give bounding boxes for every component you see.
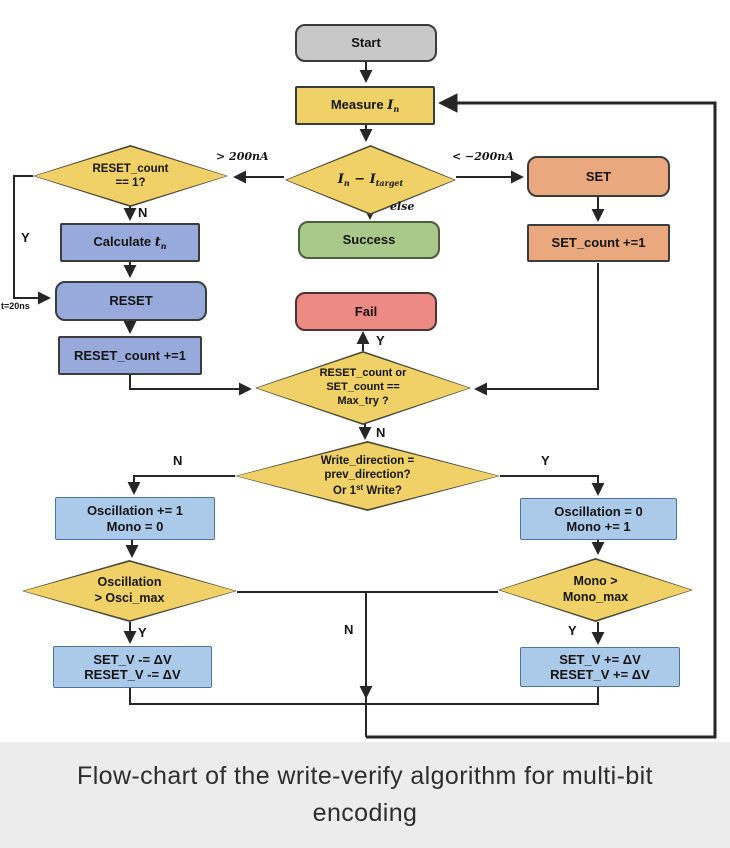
write-dir-line2: prev_direction? — [324, 469, 411, 482]
edge-label-y-fail: Y — [376, 333, 385, 348]
connector-layer — [13, 62, 717, 739]
node-reset: RESET — [55, 281, 207, 321]
osc-inc-line1: Oscillation += 1 — [86, 503, 184, 519]
node-start: Start — [295, 24, 437, 62]
setv-minus-line1: SET_V -= ΔV — [93, 651, 172, 667]
max-try-line2: SET_count == — [326, 381, 400, 394]
node-success: Success — [298, 221, 440, 259]
osc-zero-line2: Mono += 1 — [566, 519, 631, 534]
max-try-line3: Max_try ? — [337, 394, 389, 407]
edge-label-lt200: < −200nA — [452, 150, 514, 163]
node-current-check: In − Itarget — [285, 145, 456, 215]
node-calculate-label: Calculate — [93, 233, 155, 249]
edge-label-y-osci: Y — [138, 625, 147, 640]
calculate-var: t — [154, 234, 161, 250]
edge-label-gt200: > 200nA — [216, 150, 269, 163]
write-dir-line1: Write_direction = — [320, 454, 415, 467]
node-fail-label: Fail — [354, 303, 378, 319]
node-reset-count-check: RESET_count == 1? — [33, 145, 228, 207]
flowchart: Start Measure In RESET_count == 1? In − … — [1, 24, 717, 739]
osci-check-line2: > Osci_max — [94, 591, 165, 605]
current-check-sub1: n — [343, 178, 350, 189]
edge-label-y-right: Y — [541, 453, 550, 468]
edge-writedir-osczero — [500, 475, 605, 496]
caption-line1: Flow-chart of the write-verify algorithm… — [77, 761, 653, 790]
edge-label-n-resetcheck: N — [138, 205, 148, 220]
current-check-var2: I — [369, 172, 376, 188]
write-dir-line3: Or 1 — [333, 484, 357, 497]
edge-resetcount-maxtry — [129, 375, 252, 396]
reset-count-check-line1: RESET_count — [92, 162, 169, 175]
edge-label-t20ns: t=20ns — [1, 301, 30, 311]
node-setv-minus: SET_V -= ΔV RESET_V -= ΔV — [53, 646, 212, 688]
setv-plus-line1: SET_V += ΔV — [559, 651, 641, 667]
current-check-minus: − — [349, 172, 370, 188]
edge-label-y-mono: Y — [568, 623, 577, 638]
current-check-sub2: target — [375, 178, 404, 189]
node-osc-zero: Oscillation = 0 Mono += 1 — [520, 498, 677, 540]
node-osci-check: Oscillation > Osci_max — [22, 560, 237, 622]
node-osc-inc: Oscillation += 1 Mono = 0 — [55, 497, 215, 540]
node-set-label: SET — [585, 168, 612, 184]
node-reset-count: RESET_count +=1 — [58, 336, 202, 375]
node-setv-plus: SET_V += ΔV RESET_V += ΔV — [520, 647, 680, 687]
setv-minus-line2: RESET_V -= ΔV — [84, 667, 181, 682]
node-success-label: Success — [342, 232, 396, 248]
edge-label-n-center: N — [344, 622, 354, 637]
calculate-sub: n — [160, 240, 167, 251]
node-max-try-check: RESET_count or SET_count == Max_try ? — [255, 351, 471, 425]
osc-inc-line2: Mono = 0 — [106, 518, 164, 534]
node-reset-count-label: RESET_count +=1 — [74, 347, 186, 363]
osci-check-line1: Oscillation — [97, 575, 162, 590]
edge-feedback-loop — [366, 93, 717, 739]
node-fail: Fail — [295, 292, 437, 331]
write-dir-line3-sup: st — [356, 482, 364, 492]
edge-label-y-resetcheck: Y — [21, 230, 30, 245]
node-mono-check: Mono > Mono_max — [498, 558, 693, 622]
node-set-count-label: SET_count +=1 — [551, 235, 646, 251]
edge-label-n-maxtry: N — [376, 425, 386, 440]
mono-check-line1: Mono > — [573, 574, 618, 589]
edge-setv-merge — [129, 687, 599, 705]
node-set: SET — [527, 156, 670, 197]
node-write-dir-check: Write_direction = prev_direction? Or 1st… — [235, 441, 500, 511]
edge-writedir-oscinc — [127, 475, 235, 495]
figure-caption: Flow-chart of the write-verify algorithm… — [0, 742, 730, 848]
node-start-label: Start — [351, 35, 381, 51]
reset-count-check-line2: == 1? — [115, 177, 146, 189]
edge-setcount-maxtry — [474, 263, 599, 396]
node-reset-label: RESET — [109, 293, 153, 309]
edge-label-else: else — [390, 200, 415, 213]
setv-plus-line2: RESET_V += ΔV — [550, 667, 650, 682]
node-measure: Measure In — [295, 86, 435, 125]
node-set-count: SET_count +=1 — [527, 224, 670, 262]
mono-check-line2: Mono_max — [562, 590, 629, 604]
caption-line2: encoding — [312, 799, 418, 827]
edge-resetcheck-reset-yloop — [13, 175, 51, 305]
node-measure-label: Measure — [330, 96, 388, 112]
measure-var: I — [387, 97, 394, 113]
current-check-var1: I — [337, 172, 344, 188]
edge-label-n-left: N — [173, 453, 183, 468]
node-calculate: Calculate tn — [60, 223, 200, 262]
write-dir-line3-suffix: Write? — [363, 484, 402, 497]
max-try-line1: RESET_count or — [319, 367, 407, 380]
measure-sub: n — [393, 103, 400, 114]
osc-zero-line1: Oscillation = 0 — [554, 503, 643, 519]
